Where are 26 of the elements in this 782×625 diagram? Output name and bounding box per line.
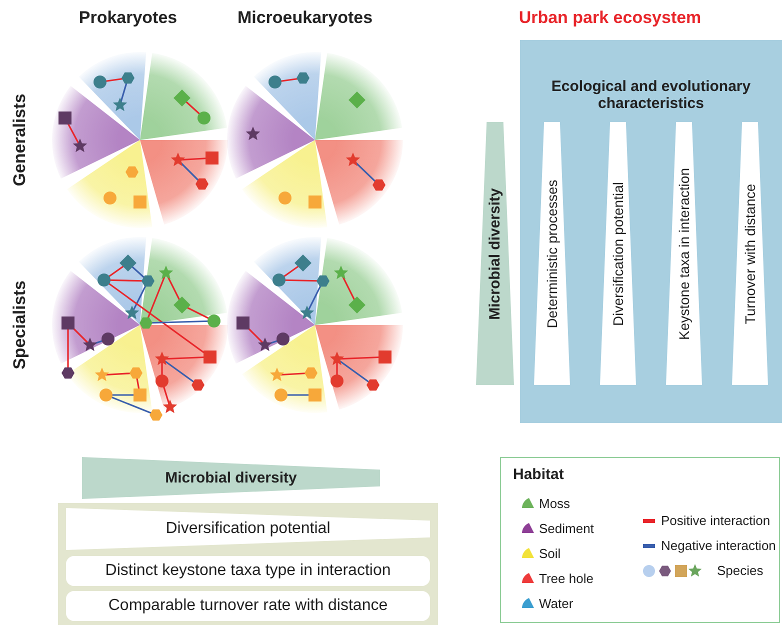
characteristics-panel [520, 40, 782, 423]
legend-label: Moss [539, 496, 570, 511]
column-heading: Urban park ecosystem [518, 8, 702, 28]
trait-gradient-bar: Deterministic processes [534, 122, 570, 385]
row-heading: Specialists [10, 280, 30, 370]
legend-label: Positive interaction [661, 513, 770, 528]
legend-label: Soil [539, 546, 561, 561]
panel-heading: Ecological and evolutionary characteristics [550, 78, 752, 112]
legend-label: Water [539, 596, 574, 611]
row-heading: Generalists [10, 94, 30, 186]
legend-label: Species [717, 563, 764, 578]
summary-panel [58, 503, 438, 625]
diversity-gradient-bar: Microbial diversity [476, 122, 514, 385]
legend-label: Tree hole [539, 571, 594, 586]
trait-box: Distinct keystone taxa type in interaction [66, 556, 430, 586]
diversity-gradient-bar: Microbial diversity [82, 457, 380, 499]
trait-gradient-bar: Diversification potential [66, 508, 430, 550]
legend-label: Sediment [539, 521, 594, 536]
trait-gradient-bar: Keystone taxa in interaction [666, 122, 702, 385]
trait-gradient-bar: Turnover with distance [732, 122, 768, 385]
legend-title: Habitat [513, 466, 564, 483]
legend-label: Negative interaction [661, 538, 776, 553]
column-heading: Prokaryotes [78, 8, 178, 28]
trait-gradient-bar: Diversification potential [600, 122, 636, 385]
column-heading: Microeukaryotes [237, 8, 373, 28]
trait-box: Comparable turnover rate with distance [66, 591, 430, 621]
